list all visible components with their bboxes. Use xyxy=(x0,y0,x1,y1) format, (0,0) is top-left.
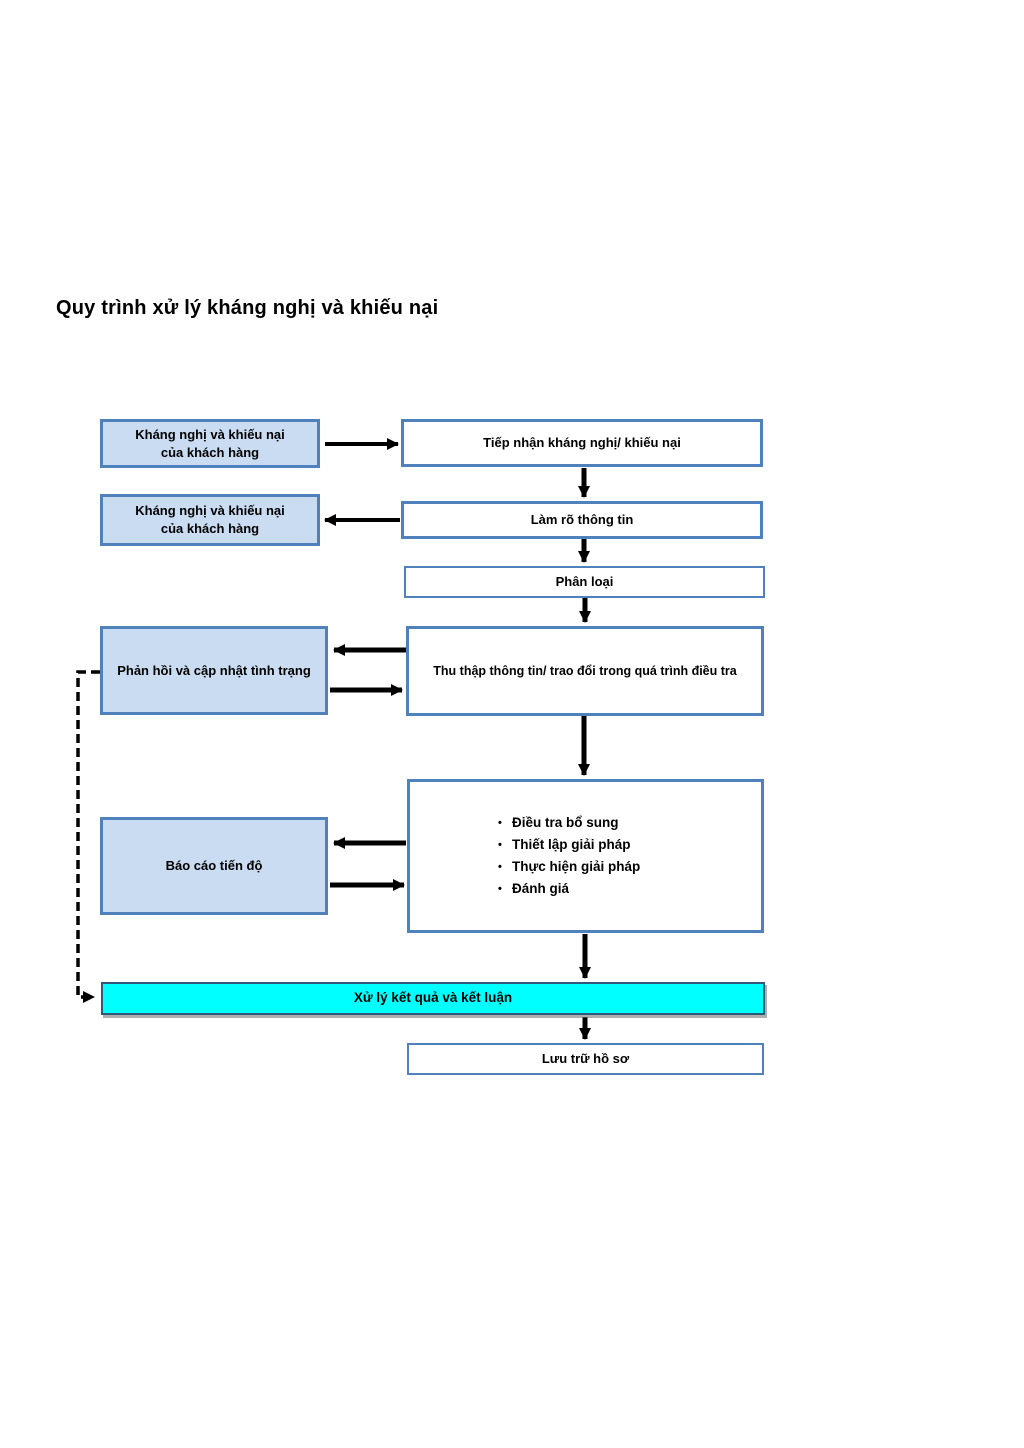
node-label: Tiếp nhận kháng nghị/ khiếu nại xyxy=(483,435,681,451)
node-feedback-status: Phản hồi và cập nhật tình trạng xyxy=(100,626,328,715)
page-title: Quy trình xử lý kháng nghị và khiếu nại xyxy=(56,297,439,319)
list-item-label: Đánh giá xyxy=(512,881,570,896)
node-classify: Phân loại xyxy=(404,566,765,598)
node-label: Phản hồi và cập nhật tình trạng xyxy=(117,662,311,678)
node-collect-info: Thu thập thông tin/ trao đổi trong quá t… xyxy=(406,626,764,716)
investigation-steps-list: Điều tra bổ sung Thiết lập giải pháp Thự… xyxy=(410,812,640,900)
list-item: Thực hiện giải pháp xyxy=(498,856,640,878)
list-item: Đánh giá xyxy=(498,878,640,900)
node-label: Kháng nghị và khiếu nại của khách hàng xyxy=(135,426,285,460)
node-archive-records: Lưu trữ hồ sơ xyxy=(407,1043,764,1075)
node-process-result: Xử lý kết quả và kết luận xyxy=(101,982,765,1015)
node-label: Phân loại xyxy=(555,574,614,590)
node-customer-appeal: Kháng nghị và khiếu nại của khách hàng xyxy=(100,419,320,468)
node-receive-appeal: Tiếp nhận kháng nghị/ khiếu nại xyxy=(401,419,763,467)
node-progress-report: Báo cáo tiến độ xyxy=(100,817,328,915)
node-label: Làm rõ thông tin xyxy=(530,512,634,528)
node-customer-appeal-feedback: Kháng nghị và khiếu nại của khách hàng xyxy=(100,494,320,546)
node-clarify-info: Làm rõ thông tin xyxy=(401,501,763,539)
list-item: Điều tra bổ sung xyxy=(498,812,640,834)
node-label: Thu thập thông tin/ trao đổi trong quá t… xyxy=(433,663,737,678)
node-label: Xử lý kết quả và kết luận xyxy=(353,990,513,1006)
node-investigation-actions: Điều tra bổ sung Thiết lập giải pháp Thự… xyxy=(407,779,764,933)
node-label: Kháng nghị và khiếu nại của khách hàng xyxy=(135,503,285,536)
list-item-label: Thiết lập giải pháp xyxy=(512,837,631,852)
list-item-label: Điều tra bổ sung xyxy=(512,815,619,830)
list-item: Thiết lập giải pháp xyxy=(498,834,640,856)
node-label: Lưu trữ hồ sơ xyxy=(541,1051,630,1067)
list-item-label: Thực hiện giải pháp xyxy=(512,859,641,874)
node-label: Báo cáo tiến độ xyxy=(165,858,263,874)
dashed-arrow-feedback-to-conclude xyxy=(76,670,100,1003)
